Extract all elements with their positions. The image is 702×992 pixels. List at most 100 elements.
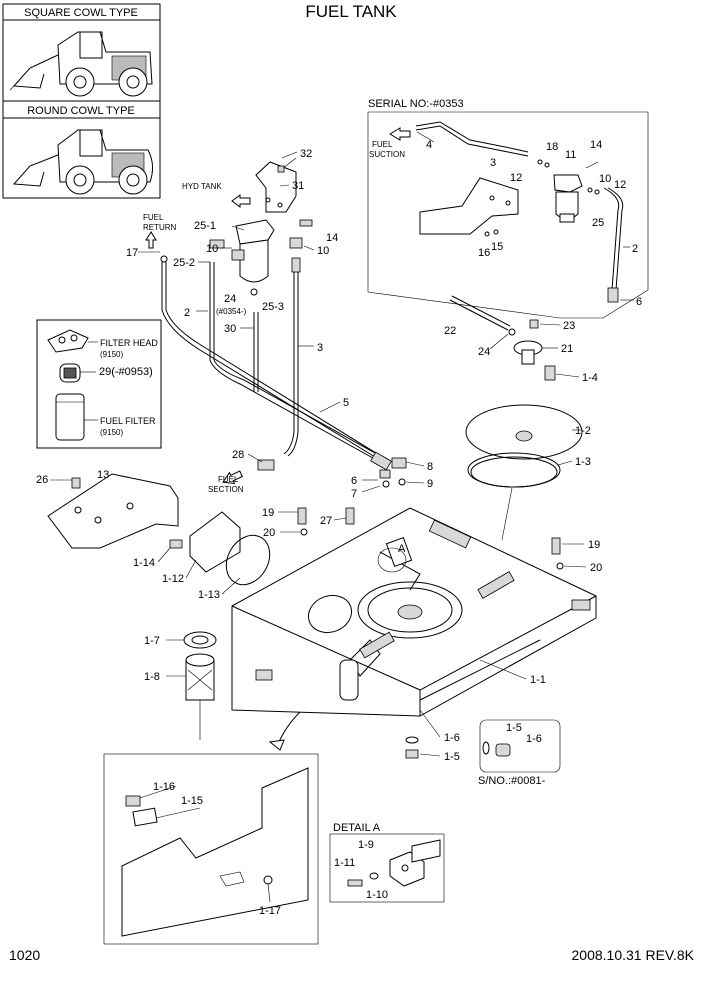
filter-detail-box: FILTER HEAD (9150) 29(-#0953) FUEL FILTE… — [36, 319, 162, 449]
wheel-loader-square-illustration — [9, 31, 153, 97]
part-label: 1-8 — [144, 671, 160, 683]
arrow-icon — [389, 127, 411, 141]
serial-0353-box: SERIAL NO:-#0353 FUEL SUCTION 4 18 11 14… — [367, 98, 649, 319]
detail-a-title: DETAIL A — [333, 822, 381, 834]
detail-a-box: DETAIL A 1-9 1-11 1-10 — [329, 822, 445, 903]
part-label: 1-17 — [259, 905, 281, 917]
part-label: 25-3 — [262, 301, 284, 313]
part-label: 3 — [317, 342, 323, 354]
part-label: 6 — [636, 296, 642, 308]
part-label: 1-16 — [153, 781, 175, 793]
hyd-tank-label: HYD TANK — [182, 182, 222, 191]
bracket-13 — [47, 473, 564, 586]
part-label: 1-7 — [144, 635, 160, 647]
arrow-icon — [268, 739, 285, 751]
filter-head-label: FILTER HEAD — [100, 338, 158, 348]
round-cowl-label: ROUND COWL TYPE — [27, 105, 135, 117]
arrow-icon — [222, 470, 243, 485]
part-label: 1-14 — [133, 557, 155, 569]
part-label: 11 — [565, 149, 576, 161]
sno-0081-box: 1-5 1-6 S/NO.:#0081- — [478, 719, 561, 787]
part-label: 6 — [351, 475, 357, 487]
part-label: 10 — [599, 173, 611, 185]
part-label: 24 — [478, 346, 490, 358]
part-label: 5 — [343, 397, 349, 409]
part-label: 20 — [590, 562, 602, 574]
part-label: 1-2 — [575, 425, 591, 437]
fuel-tank-body: A — [231, 507, 597, 759]
part-label: 28 — [232, 449, 244, 461]
tank-cover-parts — [449, 295, 583, 488]
serial-0353-title: SERIAL NO:-#0353 — [368, 98, 464, 110]
square-cowl-label: SQUARE COWL TYPE — [24, 7, 138, 19]
fuel-suction-label-2: SUCTION — [369, 150, 405, 159]
part-label: 2 — [184, 307, 190, 319]
detail-a-marker: A — [398, 543, 406, 555]
part-label: 1-4 — [582, 372, 598, 384]
strainer-parts — [183, 631, 217, 740]
part-label: 25-2 — [173, 257, 195, 269]
part-label: 19 — [588, 539, 600, 551]
part-label: 10 — [206, 243, 218, 255]
fuel-filter-assembly: HYD TANK FUEL RETURN FUEL SECTION ( — [143, 157, 407, 494]
filter-head-num: (9150) — [100, 350, 123, 359]
part-label: 13 — [97, 469, 109, 481]
part-label: 27 — [320, 515, 332, 527]
fuel-return-label-2: RETURN — [143, 223, 177, 232]
fuel-section-label-2: SECTION — [208, 485, 244, 494]
part-29-label: 29(-#0953) — [99, 366, 153, 378]
part-label: 15 — [491, 241, 503, 253]
page-title: FUEL TANK — [305, 2, 397, 21]
part-label: 4 — [426, 139, 432, 151]
arrow-icon — [231, 194, 251, 208]
part-label: 14 — [590, 139, 602, 151]
part-label: 8 — [427, 461, 433, 473]
part-label: 1-5 — [506, 722, 522, 734]
part-label: 32 — [300, 148, 312, 160]
arrow-icon — [145, 231, 157, 249]
part-label: 1-5 — [444, 751, 460, 763]
part-label: 3 — [490, 157, 496, 169]
part-label: 2 — [632, 243, 638, 255]
part-label: 10 — [317, 245, 329, 257]
part-label: 1-15 — [181, 795, 203, 807]
part-label: 21 — [561, 343, 573, 355]
fuel-return-label: FUEL — [143, 213, 164, 222]
part-label: 1-1 — [530, 674, 546, 686]
part-label: 1-6 — [444, 732, 460, 744]
part-label: 1-6 — [526, 733, 542, 745]
fuel-suction-label: FUEL — [372, 140, 393, 149]
part-label: 1-10 — [366, 889, 388, 901]
part-label: 22 — [444, 325, 456, 337]
cowl-type-panel: SQUARE COWL TYPE ROUND COWL TYPE — [2, 3, 161, 199]
part-label: 1-3 — [575, 456, 591, 468]
part-label: 9 — [427, 478, 433, 490]
part-label: 30 — [224, 323, 236, 335]
part-label: 19 — [262, 507, 274, 519]
wheel-loader-round-illustration — [12, 129, 154, 195]
part-label: 7 — [351, 488, 357, 500]
part-label: 17 — [126, 247, 138, 259]
serial-0354-label: (#0354-) — [216, 307, 247, 316]
part-label: 16 — [478, 247, 490, 259]
part-label: 1-13 — [198, 589, 220, 601]
part-label: 25 — [592, 217, 604, 229]
part-label: 12 — [510, 172, 522, 184]
page-number: 1020 — [9, 947, 40, 963]
part-label: 23 — [563, 320, 575, 332]
part-label: 12 — [614, 179, 626, 191]
part-label: 1-12 — [162, 573, 184, 585]
fuel-filter-label: FUEL FILTER — [100, 416, 156, 426]
part-label: 1-9 — [358, 839, 374, 851]
part-label: 18 — [546, 141, 558, 153]
part-label: 26 — [36, 474, 48, 486]
part-label: 31 — [292, 180, 304, 192]
part-label: 25-1 — [194, 220, 216, 232]
revision-date: 2008.10.31 REV.8K — [572, 947, 695, 963]
part-label: 20 — [263, 527, 275, 539]
part-label: 24 — [224, 293, 236, 305]
sno-0081-caption: S/NO.:#0081- — [478, 775, 546, 787]
cover-detail-box — [103, 753, 319, 945]
